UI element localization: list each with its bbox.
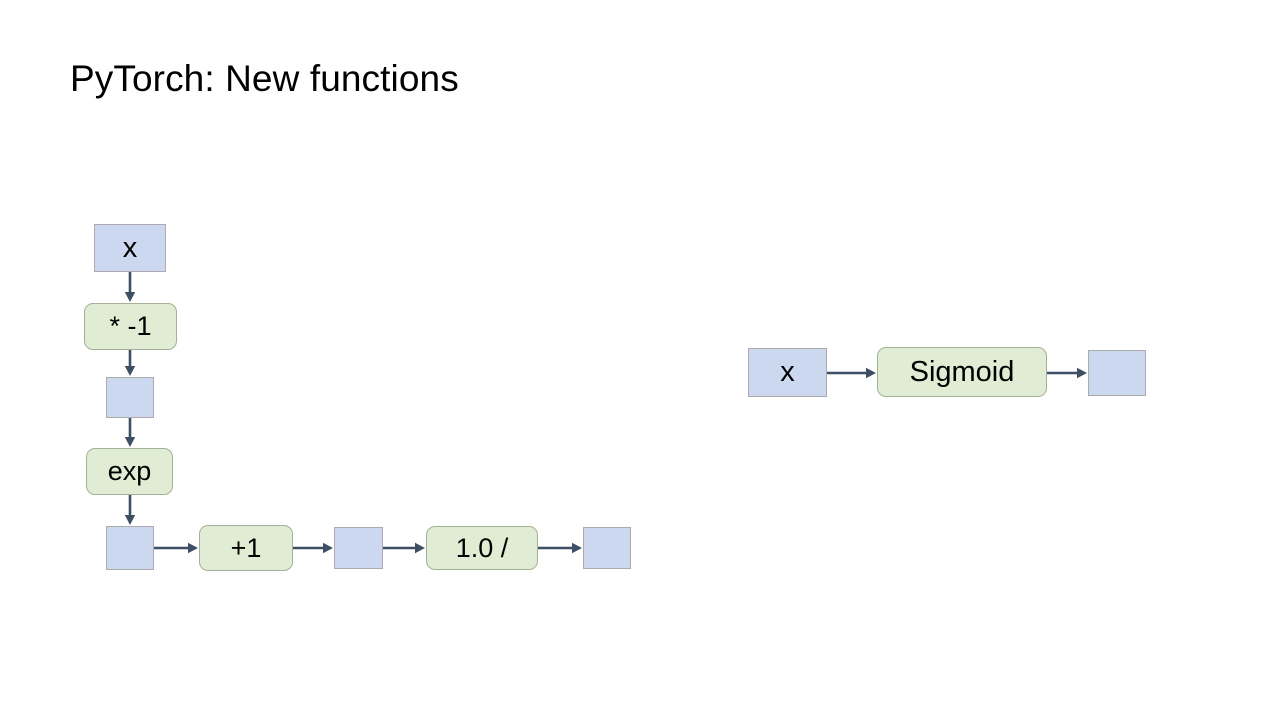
edge-tmp3-to-reciprocal [383,541,426,555]
edge-x-to-sigmoid [827,366,877,380]
node-op-reciprocal[interactable]: 1.0 / [426,526,538,570]
edge-x-to-mul-neg1 [123,272,137,303]
node-op-sigmoid[interactable]: Sigmoid [877,347,1047,397]
node-label: x [780,356,795,388]
node-input-x[interactable]: x [94,224,166,272]
node-output-builtin[interactable] [1088,350,1146,396]
edge-sigmoid-to-output [1047,366,1088,380]
edge-mul-neg1-to-tmp1 [123,350,137,377]
edge-reciprocal-to-output [538,541,583,555]
node-label: x [122,231,138,264]
edge-plus1-to-tmp3 [293,541,334,555]
edge-exp-to-tmp2 [123,495,137,526]
node-tensor-intermediate-2[interactable] [106,526,154,570]
page-title: PyTorch: New functions [70,58,459,99]
node-tensor-intermediate-3[interactable] [334,527,383,569]
node-label: 1.0 / [455,532,509,563]
node-op-multiply-neg-one[interactable]: * -1 [84,303,177,350]
node-tensor-intermediate-1[interactable] [106,377,154,418]
node-label: * -1 [109,311,152,341]
node-op-plus-one[interactable]: +1 [199,525,293,571]
edge-tmp2-to-plus1 [154,541,199,555]
node-label: +1 [230,532,262,563]
node-op-exp[interactable]: exp [86,448,173,495]
node-label: Sigmoid [909,355,1015,388]
node-output-manual[interactable] [583,527,631,569]
node-input-x-builtin[interactable]: x [748,348,827,397]
edge-tmp1-to-exp [123,418,137,448]
node-label: exp [107,456,152,486]
